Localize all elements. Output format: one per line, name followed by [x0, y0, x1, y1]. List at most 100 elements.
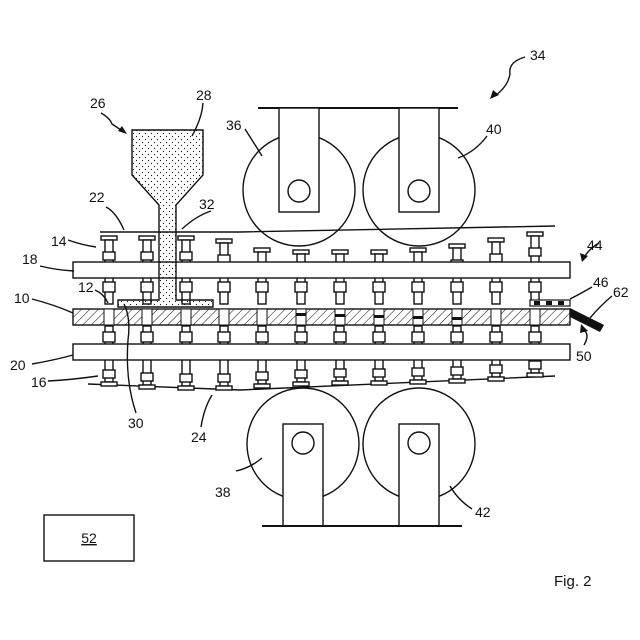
upper-punch-body [103, 282, 115, 292]
lower-punch-body [180, 332, 192, 342]
die-bore [491, 309, 501, 325]
upper-punch-body [180, 282, 192, 292]
lower-punch-body [373, 332, 385, 342]
label-22: 22 [89, 189, 105, 205]
lower-punch-cap [488, 377, 504, 381]
lower-punch-cap [216, 386, 232, 390]
ejected-tablet-1 [534, 301, 540, 305]
lower-punch-body [451, 332, 463, 342]
ejected-tablet-2 [546, 301, 552, 305]
upper-punch-body [141, 282, 153, 292]
figure-caption: Fig. 2 [554, 573, 592, 590]
lower-punch-collar [180, 374, 192, 382]
die-table [73, 309, 570, 325]
lower-cam-track [88, 376, 555, 390]
label-36: 36 [226, 117, 242, 133]
upper-punch-body [490, 282, 502, 292]
lower-punch-body [529, 332, 541, 342]
lower-punch-cap [293, 382, 309, 386]
leader-50 [584, 330, 587, 345]
lower-punch-collar [490, 365, 502, 373]
lower-punch-collar [529, 361, 541, 369]
lower-punch-body [334, 332, 346, 342]
leader-34 [496, 57, 525, 95]
lower-punch-collar [412, 368, 424, 376]
lower-punch-collar [295, 370, 307, 378]
label-14: 14 [51, 233, 67, 249]
label-44: 44 [587, 237, 603, 253]
upper-punch-collar [490, 254, 502, 262]
tablet-in-die [335, 314, 345, 317]
leader-16 [48, 376, 98, 381]
label-32: 32 [199, 196, 215, 212]
label-24: 24 [191, 429, 207, 445]
lower-punch-body [412, 332, 424, 342]
lower-punch-collar [103, 370, 115, 378]
leader-14 [68, 240, 96, 247]
leader-18 [40, 266, 74, 271]
lower-punch-body [490, 332, 502, 342]
die-bore [296, 309, 306, 325]
control-box-label: 52 [81, 530, 97, 546]
label-10: 10 [14, 290, 30, 306]
lower-press-assembly [247, 388, 475, 526]
lower-punch-collar [451, 367, 463, 375]
leader-24 [201, 395, 212, 427]
label-42: 42 [475, 504, 491, 520]
label-12: 12 [78, 279, 94, 295]
ejected-tablet-3 [558, 301, 564, 305]
leader-36 [245, 129, 262, 156]
lower-punch-body [218, 332, 230, 342]
upper-punch-body [412, 282, 424, 292]
lower-punch-body [295, 332, 307, 342]
leader-46 [570, 287, 592, 299]
lower-punch-collar [334, 369, 346, 377]
leader-42 [450, 486, 472, 509]
lower-punch-collar [218, 374, 230, 382]
label-20: 20 [10, 357, 26, 373]
lower-punch-collar [141, 373, 153, 381]
lower-punch-cap [527, 373, 543, 377]
label-38: 38 [215, 484, 231, 500]
upper-punch-body [451, 282, 463, 292]
label-26: 26 [90, 95, 106, 111]
powder-feeder [118, 130, 213, 307]
lower-punch-body [256, 332, 268, 342]
lower-punch-collar [256, 372, 268, 380]
lower-punch-body [141, 332, 153, 342]
label-34: 34 [530, 47, 546, 63]
upper-punch-collar [141, 252, 153, 260]
lower-punch-cap [178, 386, 194, 390]
upper-punch-body [218, 282, 230, 292]
lower-punch-body [103, 332, 115, 342]
upper-punch-body [295, 282, 307, 292]
die-bore [530, 309, 540, 325]
upper-punch-body [529, 282, 541, 292]
die-bore [181, 309, 191, 325]
label-30: 30 [128, 415, 144, 431]
upper-punch-collar [103, 252, 115, 260]
lower-punch-collar [373, 369, 385, 377]
label-18: 18 [22, 251, 38, 267]
label-46: 46 [593, 274, 609, 290]
leader-62 [590, 296, 612, 318]
label-50: 50 [576, 348, 592, 364]
lower-punch-cap [101, 382, 117, 386]
upper-left-axle [288, 180, 310, 202]
die-bore [104, 309, 114, 325]
die-bore [142, 309, 152, 325]
lower-punch-cap [371, 381, 387, 385]
tablet-in-die [452, 317, 462, 320]
label-16: 16 [31, 374, 47, 390]
lower-punch-cap [332, 381, 348, 385]
arrowhead-34 [490, 90, 499, 99]
upper-punch-body [256, 282, 268, 292]
die-bore [219, 309, 229, 325]
chute-ramp [570, 308, 604, 332]
tablet-in-die [374, 315, 384, 318]
arrowhead-26 [118, 126, 127, 134]
upper-punch-body [373, 282, 385, 292]
label-62: 62 [613, 284, 629, 300]
